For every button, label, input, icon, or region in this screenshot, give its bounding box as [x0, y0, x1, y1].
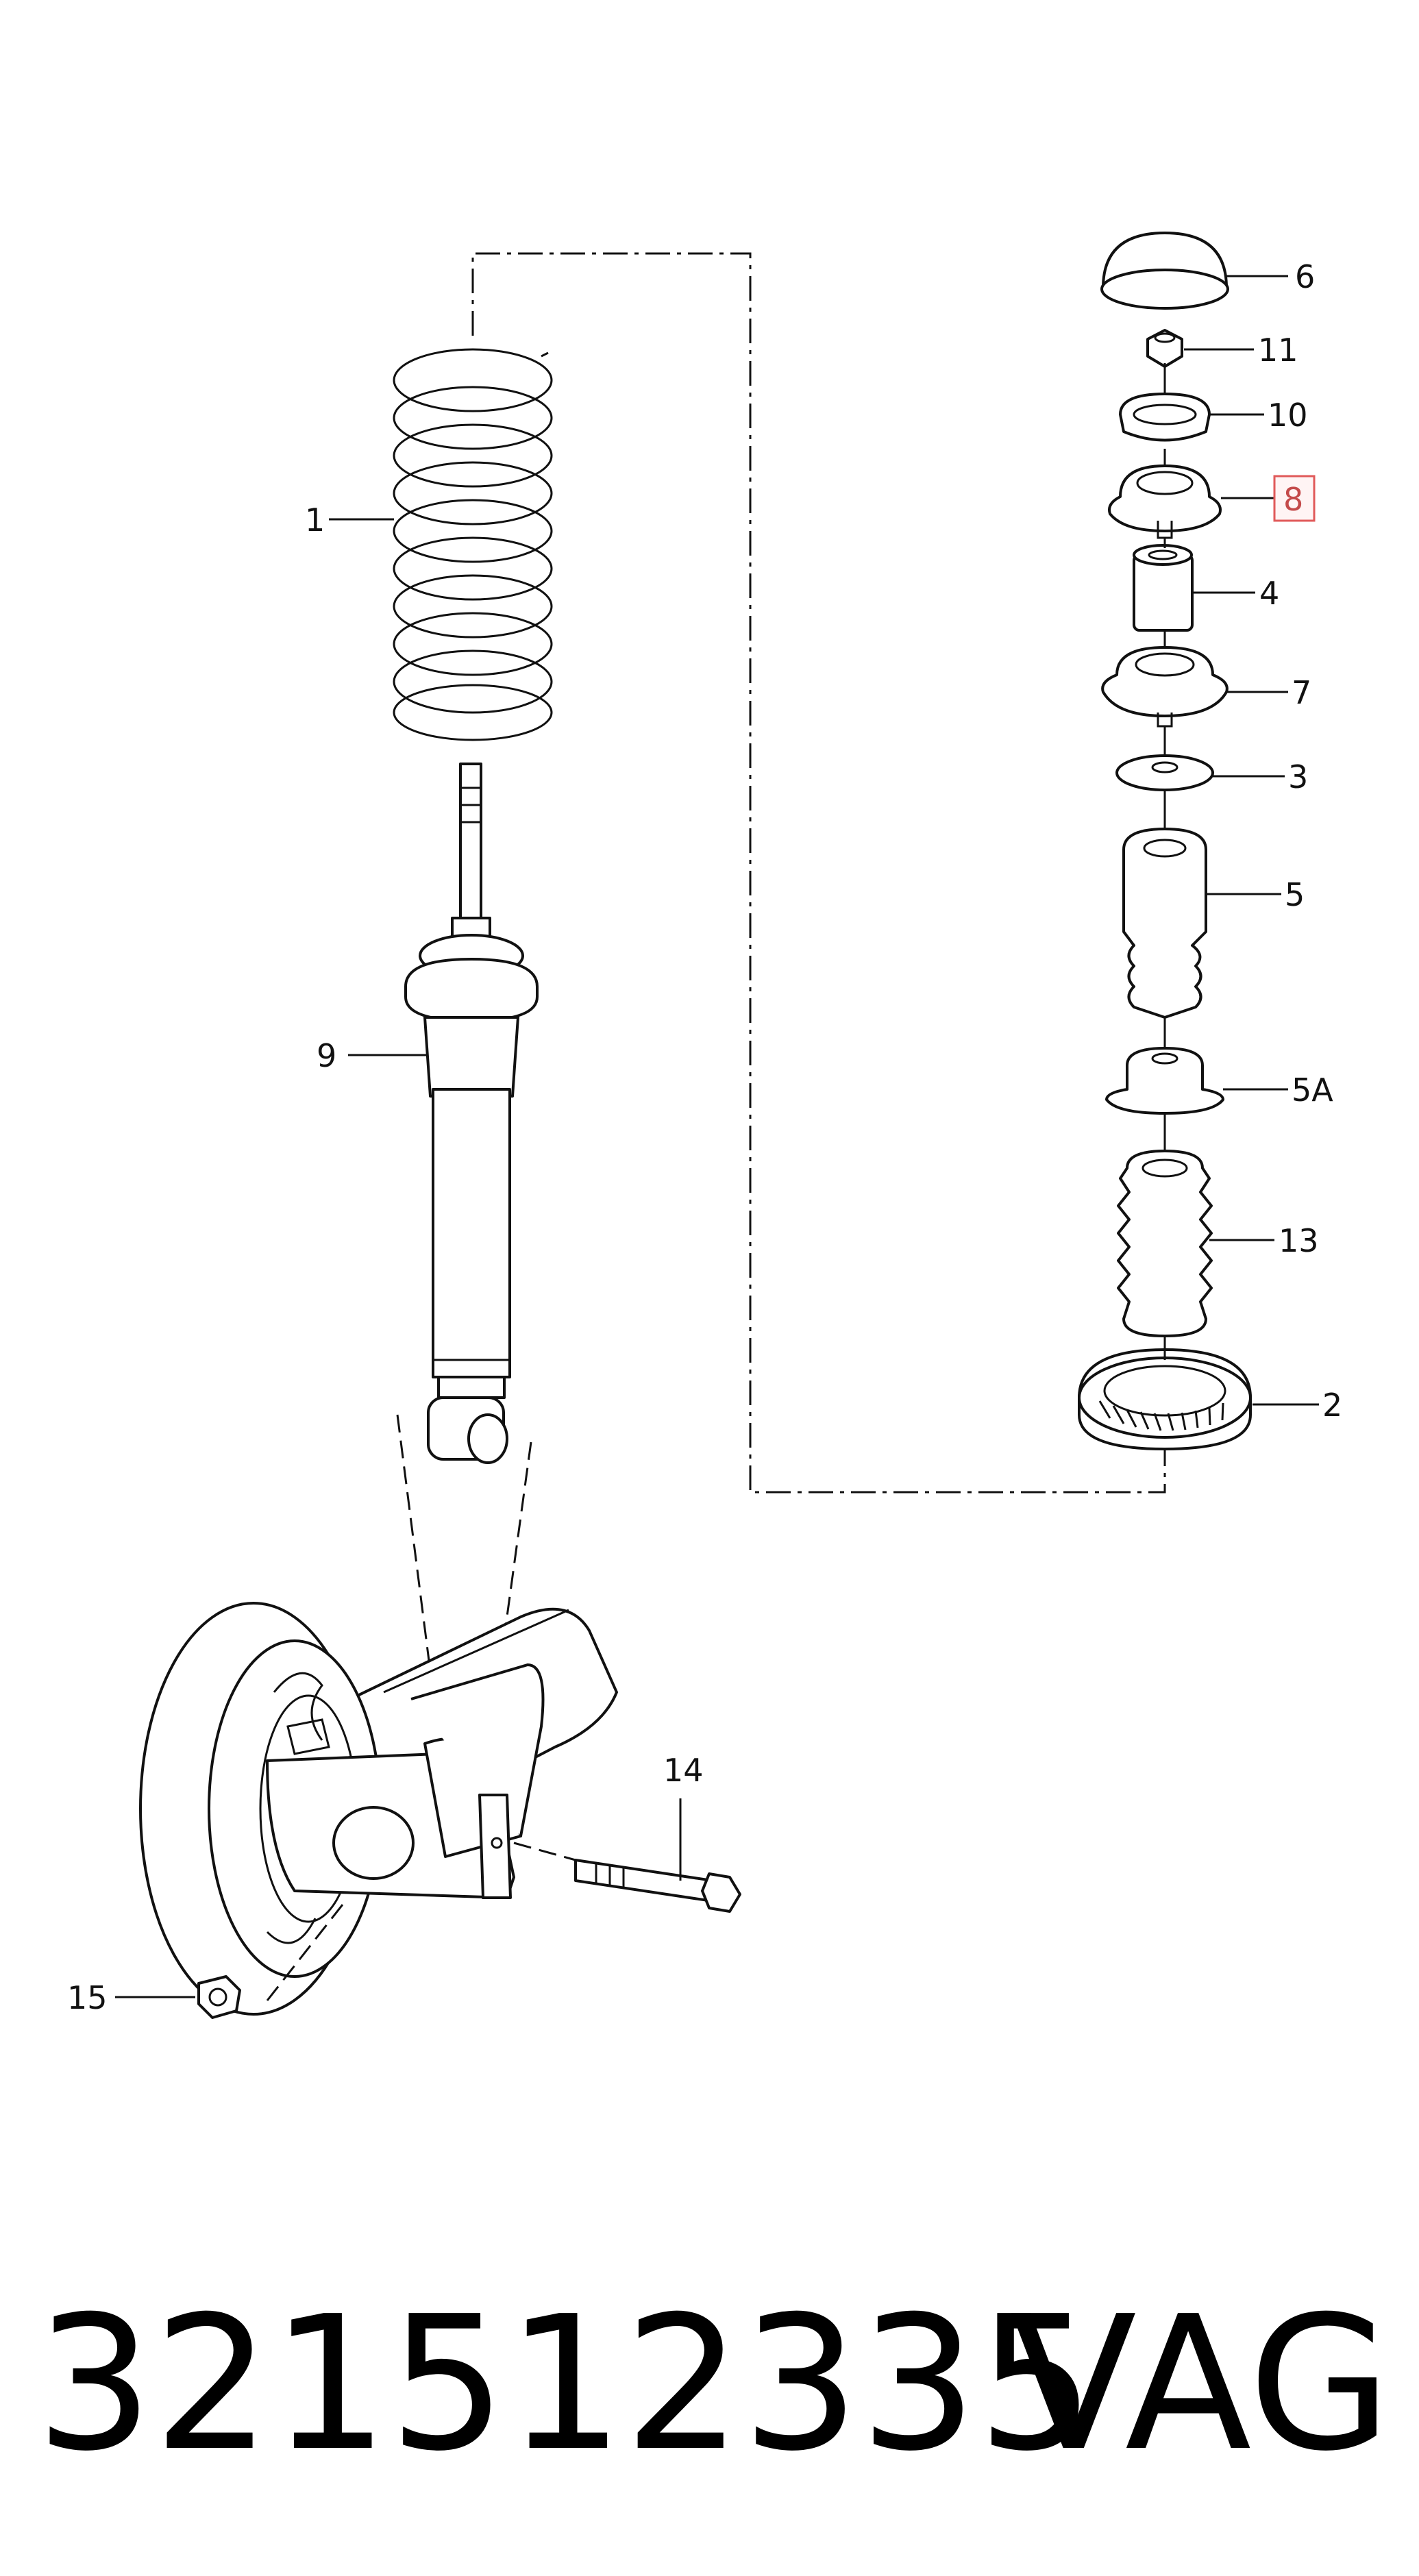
part-washer	[1115, 754, 1214, 791]
part-footer: 321512335 VAG	[0, 2281, 1419, 2487]
part-bump-stop	[1122, 828, 1207, 1019]
assembly-connector-line	[471, 252, 1166, 1494]
part-spring-seat	[1078, 1348, 1252, 1450]
callout-7: 7	[1292, 674, 1311, 711]
callout-3: 3	[1288, 758, 1308, 795]
callout-13: 13	[1279, 1222, 1319, 1259]
part-cup-washer	[1119, 393, 1211, 442]
callout-15: 15	[67, 1979, 108, 2016]
callout-9: 9	[317, 1037, 336, 1074]
part-nut	[197, 1975, 241, 2019]
part-lower-strut-mount	[1101, 646, 1229, 728]
callout-10: 10	[1268, 397, 1308, 434]
callout-8-highlight-box	[1273, 475, 1316, 522]
brand-name: VAG	[1010, 2276, 1392, 2492]
part-upper-strut-mount	[1108, 465, 1222, 539]
part-bolt	[574, 1859, 741, 1913]
part-spacer-sleeve	[1133, 544, 1194, 632]
callout-2: 2	[1322, 1387, 1342, 1424]
callout-4: 4	[1259, 575, 1279, 612]
callout-1: 1	[305, 501, 325, 538]
callout-14: 14	[663, 1752, 704, 1789]
callout-8: 8	[1283, 481, 1303, 518]
part-protective-boot	[1117, 1150, 1213, 1337]
part-self-locking-nut	[1146, 329, 1183, 368]
part-bump-stop-cup	[1105, 1047, 1224, 1115]
shock-mount-projection	[396, 1414, 450, 1816]
part-dust-cap	[1100, 232, 1229, 310]
part-shock-absorber	[404, 763, 539, 1464]
callout-5: 5	[1285, 876, 1305, 913]
callout-11: 11	[1258, 332, 1298, 369]
part-number: 321512335	[36, 2276, 1096, 2492]
rear-axle-assembly	[139, 1602, 618, 2016]
part-coil-spring	[393, 348, 553, 741]
callout-5A: 5A	[1292, 1072, 1333, 1109]
callout-6: 6	[1295, 258, 1315, 295]
